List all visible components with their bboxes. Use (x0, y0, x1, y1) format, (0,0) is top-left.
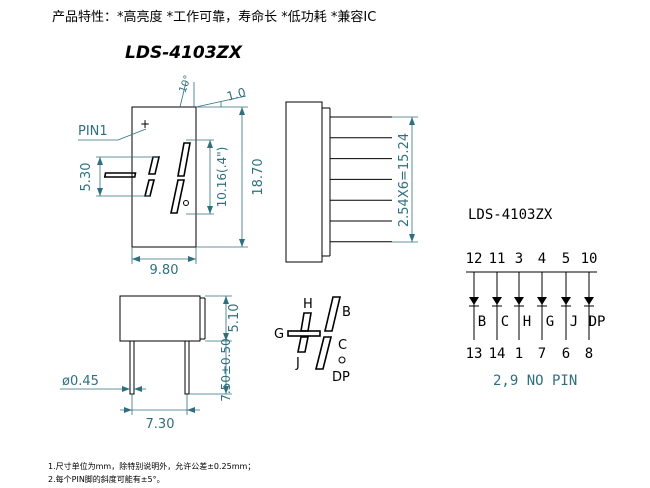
diode-symbol (469, 297, 479, 305)
pin-dia-label: ø0.45 (62, 374, 99, 389)
features-text: 产品特性：*高亮度 *工作可靠，寿命长 *低功耗 *兼容IC (52, 9, 376, 25)
bottom-pin-label: 8 (585, 346, 593, 362)
top-pin-label: 10 (581, 251, 598, 267)
segment-b (323, 296, 342, 332)
segment-dp (338, 356, 346, 364)
segment-h (300, 312, 312, 332)
seg-label-h: H (303, 297, 313, 312)
angle-label: 10° (178, 74, 194, 94)
bottom-pin-left (129, 340, 135, 395)
segment-label: G (546, 314, 554, 330)
dp-dot-front (183, 200, 189, 206)
seg-label-g: G (274, 327, 284, 342)
common-label: 2,9 NO PIN (493, 373, 577, 389)
segment-b-front (177, 142, 191, 177)
bottom-pin-label: 1 (515, 346, 523, 362)
digit-height-label: 10.16(.4") (215, 147, 229, 208)
side-view: 2.54X6=15.24 (285, 101, 418, 263)
seg-height-label: 5.30 (79, 163, 94, 192)
segment-g (287, 330, 321, 337)
thickness-label: 1.0 (225, 85, 247, 103)
height-label: 18.70 (251, 158, 266, 195)
bottom-pin-label: 13 (466, 346, 483, 362)
bottom-width-label: 7.30 (146, 417, 175, 432)
segment-label: B (478, 314, 486, 330)
seg-label-dp: DP (332, 370, 350, 385)
diode-symbol (584, 297, 594, 305)
bottom-pin-label: 7 (538, 346, 546, 362)
seg-label-c: C (338, 338, 347, 353)
segment-c-front (170, 179, 185, 214)
segment-c (314, 336, 333, 370)
segment-label: DP (589, 314, 606, 330)
segment-label: J (570, 314, 578, 330)
top-pin-label: 4 (538, 251, 546, 267)
width-label: 9.80 (150, 263, 179, 278)
top-pin-label: 12 (466, 251, 483, 267)
segment-j (297, 336, 309, 353)
bottom-pin-label: 14 (489, 346, 506, 362)
bottom-pin-right (184, 340, 190, 395)
side-body (285, 101, 323, 263)
bottom-view: 5.10 7.50±0.50 ø0.45 7.30 (60, 295, 242, 432)
top-pin-label: 11 (489, 251, 506, 267)
segment-label: C (501, 314, 509, 330)
body-height-label: 5.10 (227, 304, 242, 333)
segment-j-front (143, 179, 156, 197)
diode-symbol (492, 297, 502, 305)
top-pin-label: 5 (562, 251, 570, 267)
segment-h-front (147, 156, 161, 175)
front-view: + PIN1 10° 1.0 18.70 10.16(.4") 5.30 (78, 74, 266, 278)
segment-label: H (523, 314, 531, 330)
seg-label-b: B (342, 305, 351, 320)
pin-length-label: 7.50±0.50 (219, 338, 233, 402)
diode-symbol (514, 297, 524, 305)
bottom-body (119, 295, 201, 342)
segment-g-front (103, 172, 137, 178)
top-pin-label: 3 (515, 251, 523, 267)
plus-mark: + (140, 117, 150, 131)
note-1: 1.尺寸单位为mm，除特别说明外，允许公差±0.25mm； (48, 461, 255, 471)
pitch-label: 2.54X6=15.24 (397, 133, 412, 227)
part-number-title: LDS-4103ZX (125, 43, 243, 63)
part-number-label: LDS-4103ZX (468, 207, 553, 223)
diode-symbol (537, 297, 547, 305)
segment-diagram: H B G C J DP (274, 296, 351, 385)
note-2: 2.每个PIN脚的斜度可能有±5°。 (48, 474, 165, 484)
diode-symbol (561, 297, 571, 305)
pin1-label: PIN1 (78, 124, 108, 139)
bottom-pin-label: 6 (562, 346, 570, 362)
side-pins (330, 116, 392, 243)
seg-label-j: J (295, 356, 300, 371)
